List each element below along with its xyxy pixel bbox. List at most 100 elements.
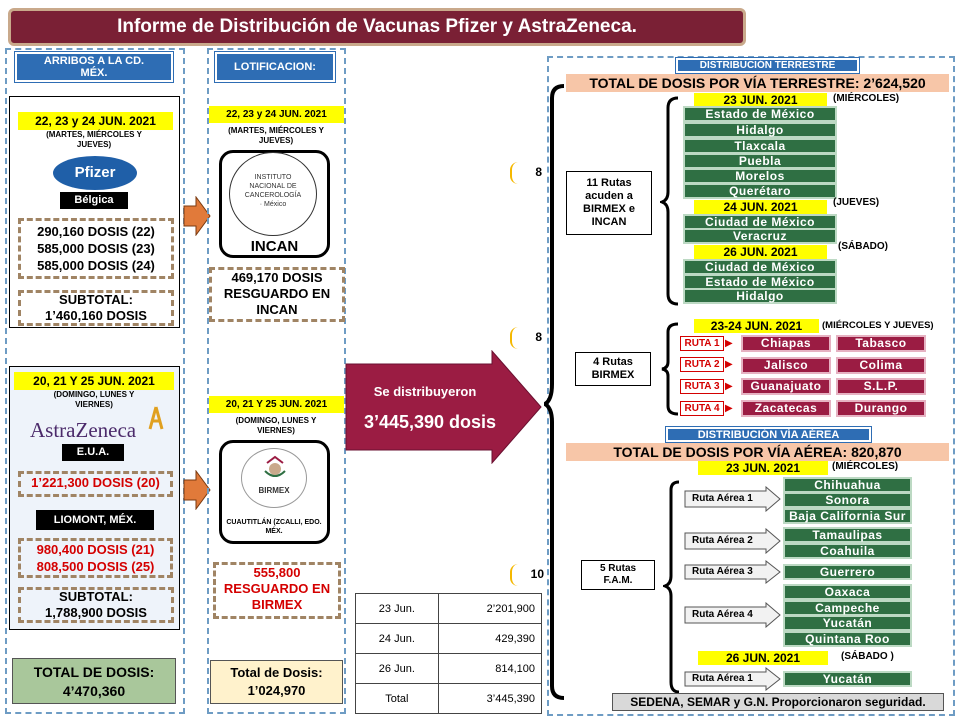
birmex-doses: 555,800 RESGUARDO EN BIRMEX (223, 565, 331, 612)
incan-dates: 22, 23 y 24 JUN. 2021 (209, 106, 344, 123)
count-badge: 8 (535, 330, 542, 344)
state-item: Colima (836, 357, 926, 374)
astra-dose-25: 808,500 DOSIS (25) (36, 559, 155, 574)
pfizer-logo: Pfizer (53, 156, 137, 190)
astra-dates: 20, 21 Y 25 JUN. 2021 (14, 372, 174, 390)
state-item: Guanajuato (741, 378, 831, 395)
table-cell: 24 Jun. (355, 623, 439, 654)
route-label: RUTA 2 (680, 357, 724, 372)
pfizer-subtotal-box (18, 290, 174, 326)
lot-total-box (210, 660, 343, 704)
arrivals-total-label: TOTAL DE DOSIS: (33, 664, 155, 680)
table-cell: 814,100 (437, 653, 543, 684)
state-item: Jalisco (741, 357, 831, 374)
state-item: Ciudad de México (683, 259, 837, 275)
state-item: Morelos (683, 168, 837, 184)
count-badge-bracket (510, 327, 518, 349)
state-item: Coahuila (783, 543, 912, 559)
page-title: Informe de Distribución de Vacunas Pfize… (8, 8, 746, 46)
pfizer-dates: 22, 23 y 24 JUN. 2021 (18, 112, 173, 130)
arrow-right-icon (183, 469, 211, 515)
center-label: Se distribuyeron (373, 384, 477, 399)
air-header: DISTRIBUCIÓN VÍA AÉREA (665, 426, 872, 443)
incan-seal-icon: INSTITUTO NACIONAL DE CANCEROLOGÍA · Méx… (229, 152, 317, 236)
astra-dose-20: 1’221,300 DOSIS (20) (31, 475, 160, 490)
lot-total: 1’024,970 (247, 683, 306, 698)
pfizer-doses-box (18, 218, 174, 279)
air-total: TOTAL DE DOSIS POR VÍA AÉREA: 820,870 (566, 443, 949, 461)
birmex-doses-box (213, 562, 341, 619)
lot-column (207, 48, 346, 714)
astra-days: (DOMINGO, LUNES Y VIERNES) (53, 390, 135, 409)
pfizer-days: (MARTES, MIÉRCOLES Y JUEVES) (46, 130, 142, 149)
astra-origin-usa: E.U.A. (62, 444, 124, 461)
land-date-23-24: 23-24 JUN. 2021 (694, 319, 819, 333)
table-cell: 23 Jun. (355, 593, 439, 624)
land-date-23: 23 JUN. 2021 (694, 93, 827, 107)
table-cell: 429,390 (437, 623, 543, 654)
state-item: Chihuahua (783, 477, 912, 493)
astrazeneca-mark-icon (147, 405, 165, 435)
lot-total-label: Total de Dosis: (230, 665, 323, 680)
route-label: RUTA 3 (680, 379, 724, 394)
air-route-label: Ruta Aérea 3 (692, 566, 753, 577)
incan-doses-box (209, 267, 345, 322)
air-route-2 (684, 527, 782, 559)
pfizer-dose-23: 585,000 DOSIS (23) (37, 241, 155, 256)
astra-origin-mx: LIOMONT, MÉX. (36, 510, 154, 530)
air-day-23: (MIÉRCOLES) (832, 461, 899, 472)
land-routes-group1: 11 Rutas acuden a BIRMEX e INCAN (566, 171, 652, 235)
birmex-logo-icon (241, 448, 307, 508)
count-badge-bracket (510, 162, 518, 184)
astra-dose-21: 980,400 DOSIS (21) (36, 542, 155, 557)
state-item: Hidalgo (683, 288, 837, 304)
air-route-3 (684, 559, 782, 589)
state-item: Baja California Sur (783, 508, 912, 524)
air-day-26: (SÁBADO ) (841, 651, 894, 662)
summary-table: 23 Jun.2’201,900 24 Jun.429,390 26 Jun.8… (355, 593, 543, 714)
astra-panel (9, 366, 180, 630)
astra-usa-box (18, 471, 173, 497)
land-routes-group2: 4 Rutas BIRMEX (575, 352, 651, 386)
land-date-24: 24 JUN. 2021 (694, 200, 827, 214)
state-item: Tlaxcala (683, 138, 837, 154)
air-route-4 (684, 601, 782, 633)
table-cell: 3’445,390 (437, 683, 543, 714)
state-item: Quintana Roo (783, 631, 912, 647)
state-item: Guerrero (783, 564, 912, 580)
route-label: RUTA 1 (680, 336, 724, 351)
land-date-26: 26 JUN. 2021 (694, 245, 827, 259)
pfizer-dose-22: 290,160 DOSIS (22) (37, 224, 155, 239)
group1-bracket (657, 96, 680, 311)
distribution-arrow-icon (344, 349, 544, 469)
birmex-dates: 20, 21 Y 25 JUN. 2021 (209, 396, 344, 413)
state-item: Zacatecas (741, 400, 831, 417)
air-route-label: Ruta Aérea 1 (692, 493, 753, 504)
lot-header: LOTIFICACION: (214, 51, 336, 83)
birmex-logo-text: BIRMEX (258, 486, 290, 495)
air-date-23: 23 JUN. 2021 (698, 461, 828, 475)
incan-days: (MARTES, MIÉRCOLES Y JUEVES) (228, 126, 324, 145)
land-day-23-24: (MIÉRCOLES Y JUEVES) (822, 320, 934, 331)
arrivals-header: ARRIBOS A LA CD. MÉX. (14, 51, 174, 83)
arrivals-total: 4’470,360 (62, 683, 126, 699)
state-item: Hidalgo (683, 122, 837, 138)
state-item: Tamaulipas (783, 527, 912, 543)
count-badge-bracket (510, 564, 518, 586)
arrow-right-icon: ▶ (725, 338, 733, 349)
incan-doses: 469,170 DOSIS RESGUARDO EN INCAN (223, 270, 331, 317)
land-total: TOTAL DE DOSIS POR VÍA TERRESTRE: 2’624,… (566, 74, 949, 92)
table-row: 24 Jun.429,390 (355, 623, 543, 654)
count-badge: 10 (530, 567, 544, 581)
table-row: 26 Jun.814,100 (355, 653, 543, 684)
state-item: Yucatán (783, 671, 912, 687)
state-item: Durango (836, 400, 926, 417)
air-route-label: Ruta Aérea 1 (692, 673, 753, 684)
state-item: Estado de México (683, 106, 837, 122)
state-item: Chiapas (741, 335, 831, 352)
air-routes: 5 Rutas F.A.M. (581, 560, 655, 590)
pfizer-subtotal: 1’460,160 DOSIS (45, 308, 147, 323)
state-item: Puebla (683, 153, 837, 169)
air-date-26: 26 JUN. 2021 (698, 651, 828, 665)
arrow-right-icon: ▶ (725, 359, 733, 370)
